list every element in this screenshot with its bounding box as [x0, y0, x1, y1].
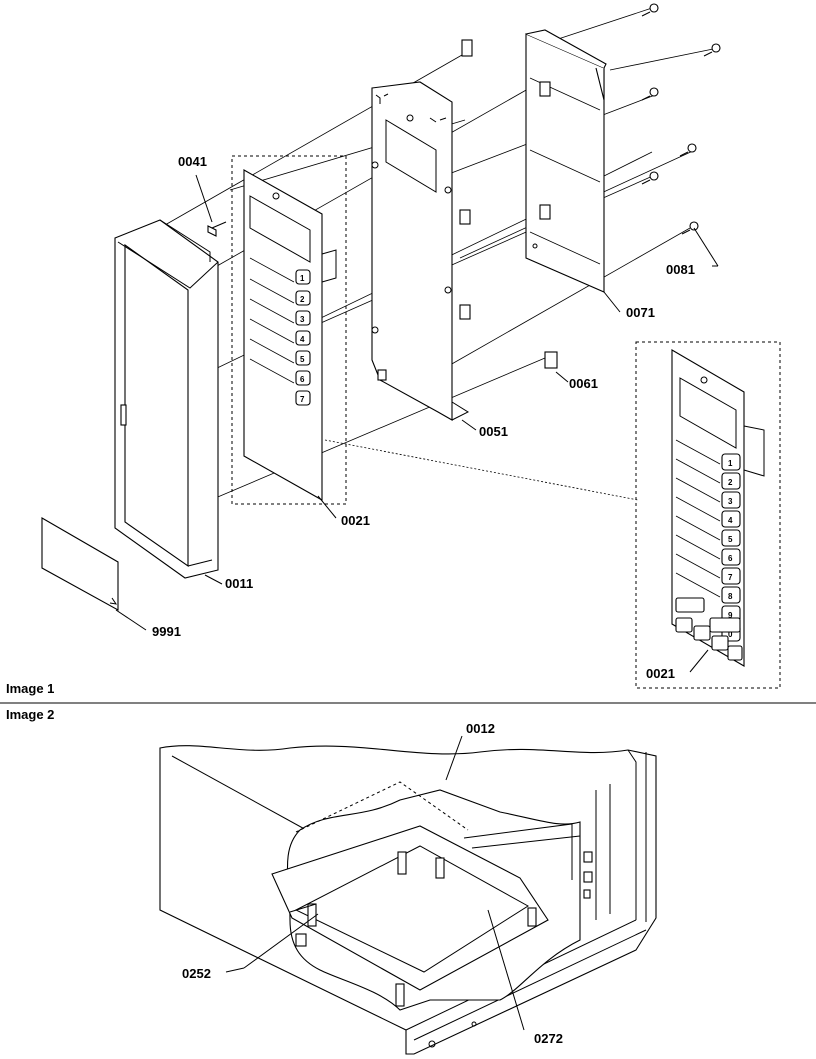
part-label-0061: 0061: [569, 376, 598, 391]
key-label: 1: [300, 274, 305, 283]
part-label-0011: 0011: [225, 576, 253, 591]
key-label: 9: [728, 611, 733, 620]
small-keypad: 1 2 3 4 5: [295, 269, 311, 406]
part-label-0252: 0252: [182, 966, 211, 981]
key-label: 8: [728, 592, 733, 601]
caption-image-1: Image 1: [6, 681, 54, 696]
key-label: 6: [300, 375, 305, 384]
detail-function-keys: [675, 597, 743, 661]
key-label: 0: [728, 630, 733, 639]
part-label-0081: 0081: [666, 262, 695, 277]
caption-image-2: Image 2: [6, 707, 54, 722]
part-label-0041: 0041: [178, 154, 207, 169]
label-card-9991: [41, 517, 119, 611]
part-label-0071: 0071: [626, 305, 655, 320]
key-label: 1: [728, 459, 733, 468]
part-label-9991: 9991: [152, 624, 181, 639]
key-label: 2: [300, 295, 305, 304]
key-label: 5: [728, 535, 733, 544]
detail-inset: 1 2 3 4 5 6 7 8 9 0: [635, 341, 781, 689]
key-label: 4: [300, 335, 305, 344]
key-label: 4: [728, 516, 733, 525]
key-label: 3: [300, 315, 305, 324]
clips-0061: [461, 39, 558, 369]
screws-0081: [641, 3, 721, 235]
leader-lines: [115, 174, 719, 673]
front-frame-0011: [114, 219, 219, 579]
key-label: 3: [728, 497, 733, 506]
part-label-0021-detail: 0021: [646, 666, 675, 681]
key-label: 5: [300, 355, 305, 364]
key-label: 6: [728, 554, 733, 563]
key-label: 7: [728, 573, 733, 582]
part-label-0051: 0051: [479, 424, 508, 439]
key-label: 2: [728, 478, 733, 487]
image1-exploded-view: 1 2 3 4 5: [41, 3, 781, 689]
bracket-0051: [371, 81, 471, 421]
key-label: 7: [300, 395, 305, 404]
part-label-0272: 0272: [534, 1031, 563, 1046]
bracket-0071: [525, 29, 607, 293]
part-label-0021: 0021: [341, 513, 370, 528]
image2-cavity-view: 0012 0252 0272: [159, 721, 657, 1055]
control-panel-0021: 1 2 3 4 5: [207, 155, 347, 505]
part-label-0012: 0012: [466, 721, 495, 736]
